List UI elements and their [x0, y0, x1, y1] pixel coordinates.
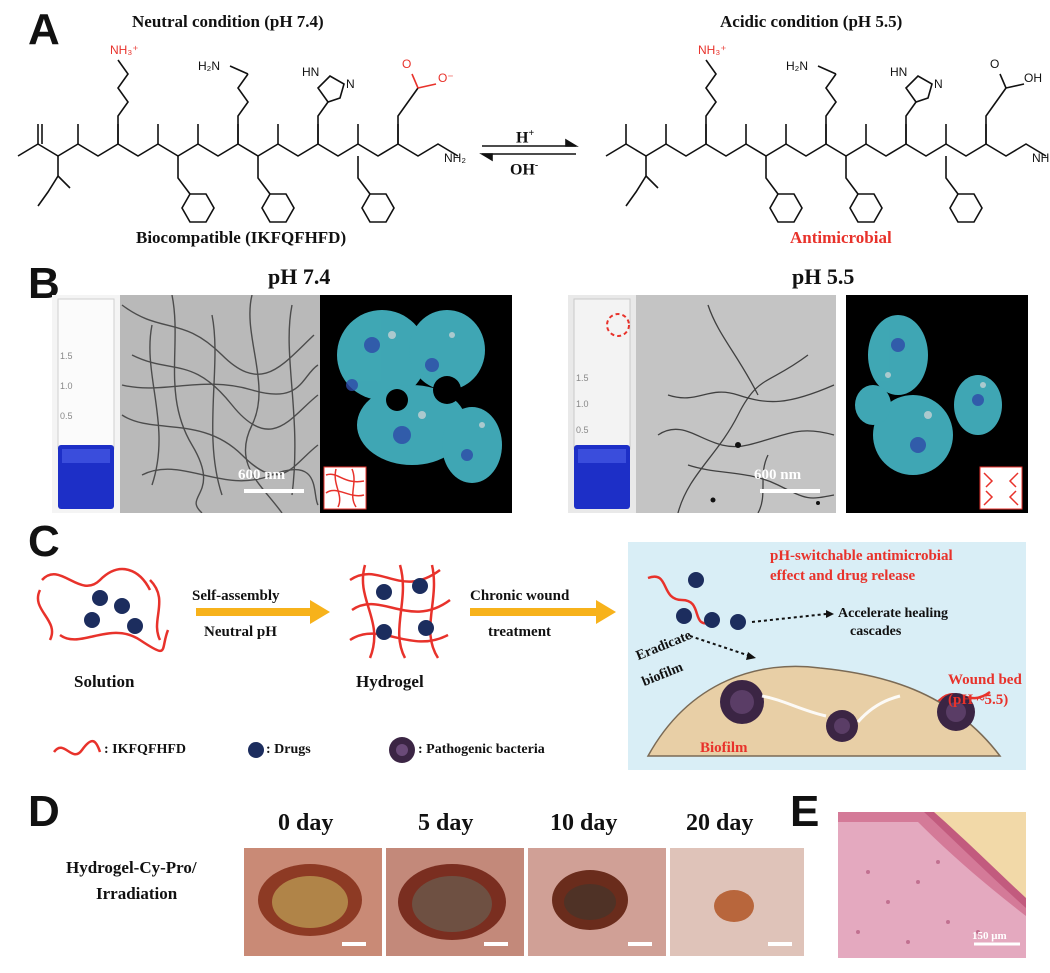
arrow2-bottom-label: treatment	[488, 624, 552, 640]
panel-b-right-title: pH 5.5	[792, 264, 855, 289]
hydrogel-illustration	[349, 564, 451, 659]
solution-label: Solution	[74, 672, 135, 691]
legend-bacteria-label: : Pathogenic bacteria	[418, 742, 545, 757]
n-label: N	[346, 77, 355, 91]
histology-scale-label: 150 μm	[972, 930, 1007, 942]
h2n-label-acidic: H₂N	[786, 59, 808, 73]
legend-peptide-icon	[52, 740, 102, 756]
solution-illustration	[36, 568, 170, 652]
panel-a-left-title: Neutral condition (pH 7.4)	[132, 12, 324, 31]
hn-label-acidic: HN	[890, 65, 907, 79]
peptide-atom-labels-acidic: NH₃⁺ H₂N HN N O OH NH₂	[698, 43, 1050, 165]
h2n-label: H₂N	[198, 59, 220, 73]
day-header-5: 5 day	[418, 810, 474, 836]
arrow-chronic-wound	[470, 600, 616, 624]
arrow-self-assembly	[196, 600, 330, 624]
panel-d-side-label-1: Hydrogel-Cy-Pro/	[66, 858, 197, 877]
hydrogel-drugs	[376, 578, 434, 640]
wound-bed-label-2: (pH ~5.5)	[948, 692, 1009, 708]
peptide-structure-neutral	[17, 59, 459, 223]
wound-bed-label-1: Wound bed	[948, 672, 1022, 688]
wound-drugs	[676, 572, 746, 630]
peptide-atom-labels-neutral: NH₃⁺ H₂N HN N O O⁻ NH₂	[110, 43, 466, 165]
arrow-top-label: H+	[516, 128, 535, 147]
box-title-1: pH-switchable antimicrobial	[770, 548, 953, 564]
day-header-10: 10 day	[550, 810, 618, 836]
hydrogel-label: Hydrogel	[356, 672, 424, 691]
arrow-bottom-label: OH-	[510, 160, 539, 179]
arrow2-top-label: Chronic wound	[470, 588, 570, 604]
equilibrium-arrow	[479, 138, 579, 162]
solution-drugs	[84, 590, 143, 634]
legend-peptide-label: : IKFQFHFD	[104, 742, 187, 757]
scale-bar-left-label: 600 nm	[238, 467, 286, 483]
nh2-label: NH₂	[444, 151, 466, 165]
oh-label: OH	[1024, 71, 1042, 85]
panel-c-schematic	[36, 542, 1026, 770]
panel-b-left-title: pH 7.4	[268, 264, 331, 289]
panel-a-left-caption: Biocompatible (IKFQFHFD)	[136, 228, 347, 247]
o-label-acidic: O	[990, 57, 999, 71]
accelerate-label-2: cascades	[850, 624, 902, 639]
panel-label-c: C	[28, 517, 60, 566]
tem-image-right	[568, 295, 1028, 514]
peptide-structures: NH₃⁺ H₂N HN N O O⁻ NH₂	[17, 43, 1050, 223]
n-label-acidic: N	[934, 77, 943, 91]
panel-d-side-label-2: Irradiation	[96, 884, 178, 903]
arrow1-bottom-label: Neutral pH	[204, 624, 277, 640]
bacteria	[720, 680, 975, 742]
panel-label-d: D	[28, 787, 60, 836]
panel-a-right-title: Acidic condition (pH 5.5)	[720, 12, 903, 31]
box-title-2: effect and drug release	[770, 568, 916, 584]
scale-bar-right-label: 600 nm	[754, 467, 802, 483]
nh3-label: NH₃⁺	[110, 43, 139, 57]
accelerate-label-1: Accelerate healing	[838, 606, 949, 621]
panel-a-right-caption: Antimicrobial	[790, 228, 892, 247]
biofilm-label: Biofilm	[700, 740, 748, 756]
nh2-label-acidic: NH₂	[1032, 151, 1050, 165]
wound-photos	[244, 848, 804, 956]
hn-label: HN	[302, 65, 319, 79]
o-minus-label: O⁻	[438, 71, 454, 85]
legend-drug-label: : Drugs	[266, 742, 311, 757]
panel-label-e: E	[790, 787, 820, 836]
histology-image	[838, 812, 1026, 958]
day-header-0: 0 day	[278, 810, 334, 836]
peptide-structure-acidic	[605, 59, 1047, 223]
legend-drug-icon	[248, 742, 264, 758]
arrow1-top-label: Self-assembly	[192, 588, 280, 604]
nh3-label-acidic: NH₃⁺	[698, 43, 727, 57]
panel-label-a: A	[28, 5, 60, 54]
o-label: O	[402, 57, 411, 71]
tem-image-left	[52, 294, 512, 514]
day-header-20: 20 day	[686, 810, 754, 836]
